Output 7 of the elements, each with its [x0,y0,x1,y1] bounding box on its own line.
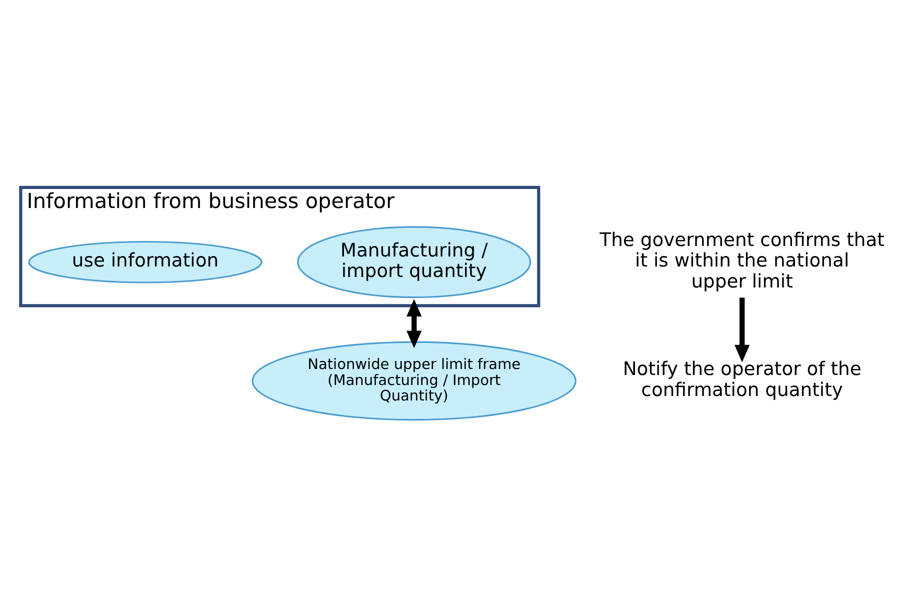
arrow [406,298,422,348]
node-text: Notify the operator of the confirmation quantity [622,358,862,400]
node-ellipse: use information [28,240,262,283]
node-ellipse: Nationwide upper limit frame (Manufacturing / Import Quantity) [252,340,576,420]
node-text: The government confirms that it is within the national upper limit [600,229,885,292]
arrow [734,297,750,362]
node-ellipse: Manufacturing / import quantity [297,226,532,298]
